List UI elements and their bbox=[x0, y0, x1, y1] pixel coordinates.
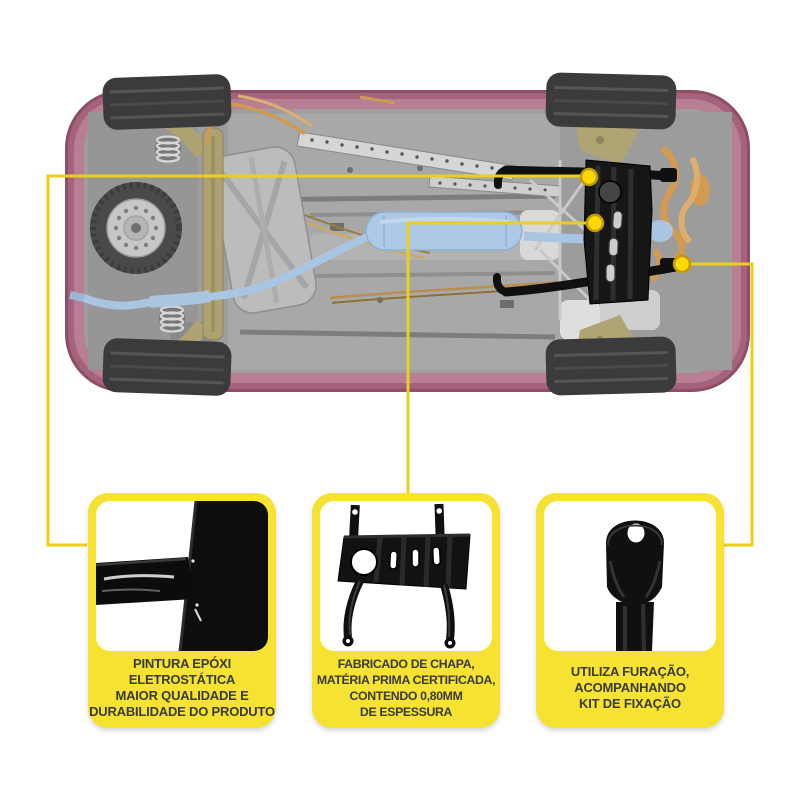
caption-line: DURABILIDADE DO PRODUTO bbox=[89, 703, 275, 719]
caption-line: MATÉRIA PRIMA CERTIFICADA, bbox=[316, 672, 496, 687]
mounting-bracket-image bbox=[606, 520, 664, 651]
caption-line: DE ESPESSURA bbox=[359, 704, 453, 719]
photo-epoxy-paint-closeup bbox=[96, 501, 268, 651]
coil-spring-rear-right bbox=[159, 305, 185, 333]
photo-skid-plate-product bbox=[320, 501, 492, 651]
feature-card-certified-sheet: FABRICADO DE CHAPA, MATÉRIA PRIMA CERTIF… bbox=[312, 493, 500, 728]
caption-line: ACOMPANHANDO bbox=[574, 679, 686, 695]
skid-plate-product-image bbox=[337, 503, 471, 649]
feature-card-fixing-kit: UTILIZA FURAÇÃO, ACOMPANHANDO KIT DE FIX… bbox=[536, 493, 724, 728]
caption-line: MAIOR QUALIDADE E bbox=[115, 687, 249, 703]
caption-line: KIT DE FIXAÇÃO bbox=[579, 695, 681, 711]
front-left-wheel bbox=[545, 72, 677, 130]
callout-markers bbox=[579, 167, 692, 274]
caption-line: ELETROSTÁTICA bbox=[128, 671, 236, 687]
bracket-weld-closeup-image bbox=[96, 501, 268, 651]
rear-left-wheel bbox=[102, 74, 232, 130]
exhaust-pipe-rear bbox=[82, 232, 372, 310]
photo-mounting-bracket bbox=[544, 501, 716, 651]
rear-right-wheel bbox=[102, 338, 232, 396]
callout-marker-1 bbox=[579, 167, 599, 187]
front-wishbone-upper bbox=[575, 118, 640, 165]
callout-marker-2 bbox=[585, 213, 605, 233]
caption-line: UTILIZA FURAÇÃO, bbox=[570, 663, 690, 679]
caption-epoxy-paint: PINTURA EPÓXI ELETROSTÁTICA MAIOR QUALID… bbox=[89, 653, 275, 722]
caption-fixing-kit: UTILIZA FURAÇÃO, ACOMPANHANDO KIT DE FIX… bbox=[539, 653, 721, 722]
coil-spring-rear-left bbox=[155, 135, 181, 163]
muffler bbox=[365, 211, 523, 251]
callout-marker-3 bbox=[672, 254, 692, 274]
spare-tire bbox=[90, 182, 182, 274]
callout-line-middle bbox=[406, 221, 595, 497]
wheels bbox=[102, 72, 677, 396]
caption-line: FABRICADO DE CHAPA, bbox=[337, 656, 475, 671]
callout-line-left bbox=[46, 174, 589, 547]
callout-line-right bbox=[682, 262, 754, 547]
front-right-wheel bbox=[545, 336, 677, 396]
caption-line: CONTENDO 0,80MM bbox=[349, 688, 463, 703]
feature-card-epoxy-paint: PINTURA EPÓXI ELETROSTÁTICA MAIOR QUALID… bbox=[88, 493, 276, 728]
caption-line: PINTURA EPÓXI bbox=[132, 655, 232, 671]
caption-certified-sheet: FABRICADO DE CHAPA, MATÉRIA PRIMA CERTIF… bbox=[315, 653, 497, 722]
callout-lines bbox=[46, 174, 754, 547]
